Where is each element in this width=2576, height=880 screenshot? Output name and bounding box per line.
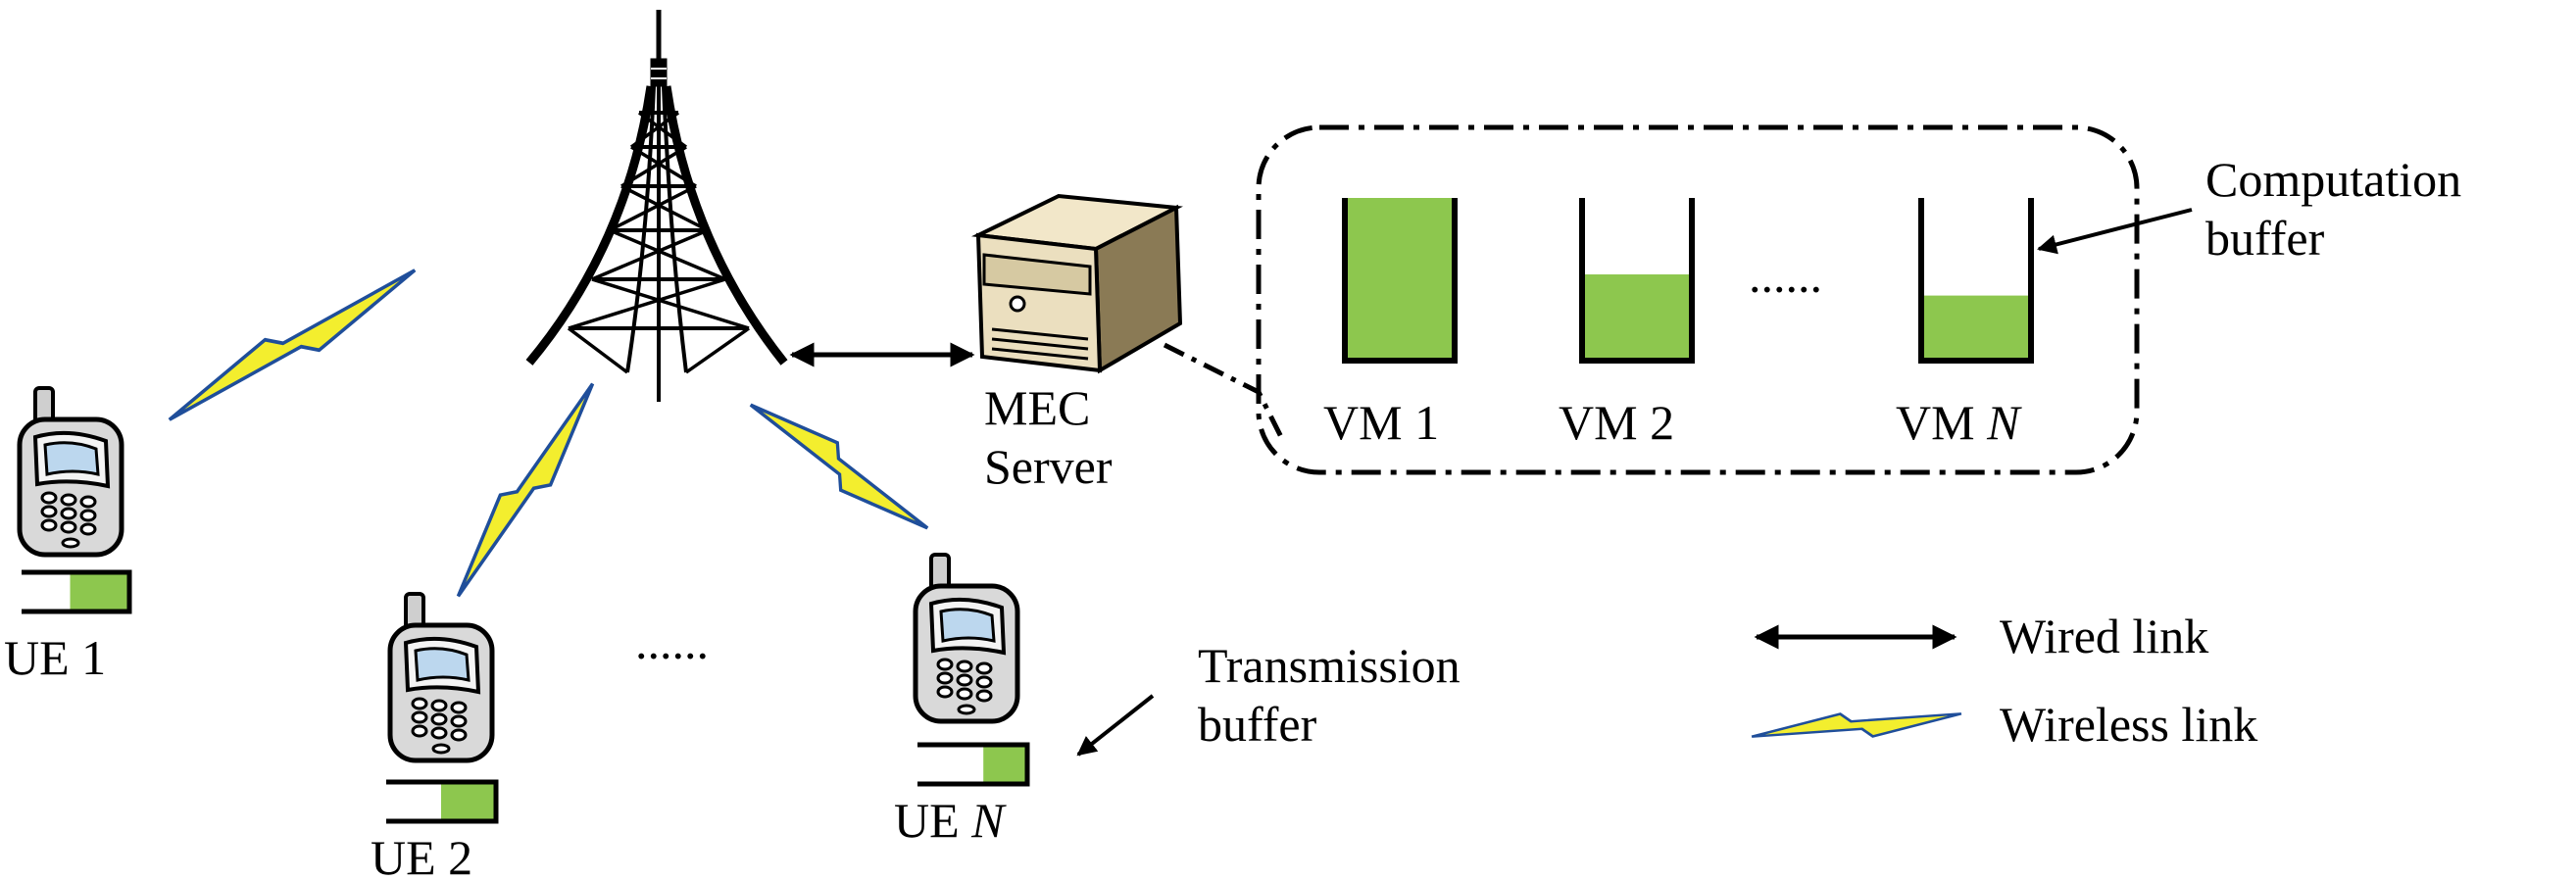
transmission-buffer-arrow <box>1076 694 1155 757</box>
server-icon <box>970 193 1183 374</box>
wireless-link-ue1 <box>158 260 426 429</box>
server-to-vm-connector <box>1163 342 1287 445</box>
transmission-buffer-label-line1: Transmission <box>1198 638 1461 693</box>
ue-ellipsis: ...... <box>635 614 709 669</box>
mobile-phone-icon <box>20 388 122 555</box>
legend-wireless-symbol <box>1749 704 1964 747</box>
legend-wireless-label: Wireless link <box>2000 697 2257 752</box>
wireless-link-uen <box>741 384 937 549</box>
vm-buffer-1 <box>1342 198 1458 364</box>
vm-label-n: VM N <box>1896 395 2022 450</box>
transmission-buffer-fill <box>70 572 129 611</box>
antenna-tower-icon <box>525 10 788 402</box>
vm-buffer-2 <box>1579 198 1695 364</box>
ue-n: UE N <box>894 555 1030 848</box>
vm-group-box <box>1256 124 2140 475</box>
ue-label-1: UE 1 <box>4 630 106 685</box>
computation-buffer-label-line2: buffer <box>2205 211 2325 266</box>
computation-buffer-label-line1: Computation <box>2205 152 2461 207</box>
vm-buffer-n <box>1918 198 2034 364</box>
transmission-buffer-fill <box>983 745 1027 784</box>
vm-label-2: VM 2 <box>1559 395 1674 450</box>
vm-ellipsis: ...... <box>1749 248 1822 303</box>
legend-wired-label: Wired link <box>2000 609 2208 663</box>
computation-buffer-arrow <box>2037 208 2193 255</box>
mobile-phone-icon <box>390 594 492 760</box>
ue-2: UE 2 <box>371 594 499 880</box>
ue-1: UE 1 <box>4 388 132 685</box>
ue-label-n: UE N <box>894 793 1007 848</box>
mec-server-label-line2: Server <box>984 439 1113 494</box>
vm-label-1: VM 1 <box>1323 395 1439 450</box>
vm-buffer-fill <box>1345 198 1455 361</box>
transmission-buffer-label-line2: buffer <box>1198 697 1317 752</box>
vm-buffer-fill <box>1582 274 1692 361</box>
mec-server-label-line1: MEC <box>984 380 1090 435</box>
transmission-buffer-fill <box>441 782 496 821</box>
vm-buffer-fill <box>1921 295 2031 361</box>
legend: Wired link Wireless link <box>1749 609 2257 752</box>
mobile-phone-icon <box>916 555 1017 721</box>
wireless-link-ue2 <box>436 374 615 606</box>
ue-label-2: UE 2 <box>371 830 472 880</box>
